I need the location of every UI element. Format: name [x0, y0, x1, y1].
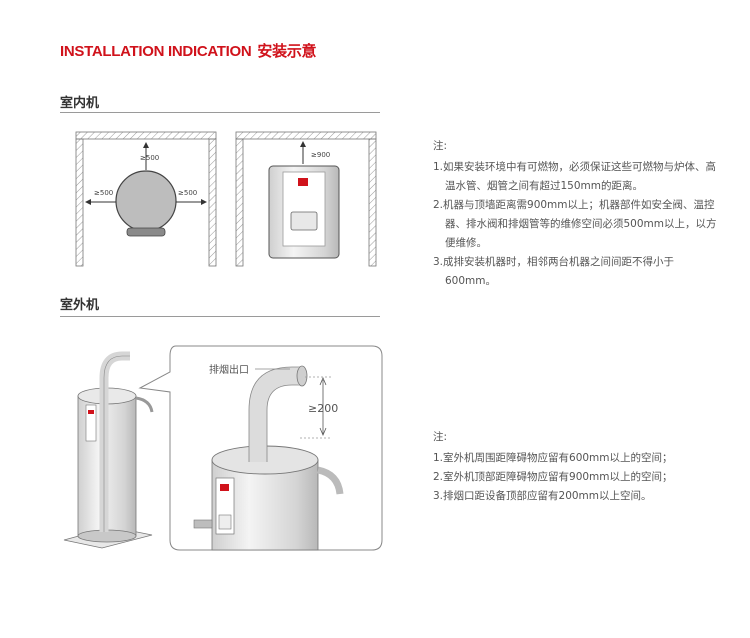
outdoor-heading: 室外机: [60, 298, 100, 313]
outdoor-unit-large: [193, 365, 344, 551]
title-chinese: 安装示意: [257, 42, 317, 60]
note-item: 1.如果安装环境中有可燃物，必须保证这些可燃物与炉体、高温水管、烟管之间有超过1…: [433, 161, 717, 192]
note-item: 2.机器与顶墙距离需900mm以上；机器部件如安全阀、温控器、排水阀和排烟管等的…: [433, 199, 717, 249]
right-clearance-label: ≥500: [178, 189, 197, 197]
note-item: 2.室外机顶部距障碍物应留有900mm以上的空间；: [433, 471, 673, 483]
notes-label: 注:: [433, 431, 448, 443]
notes-label: 注:: [433, 140, 448, 152]
outdoor-unit-small: [63, 351, 154, 549]
clearance-arrows-left: [85, 142, 207, 205]
brand-logo-icon: [298, 178, 308, 186]
title-english: INSTALLATION INDICATION: [60, 43, 252, 60]
indoor-left-walls: [75, 131, 217, 267]
outdoor-notes: 注: 1.室外机周围距障碍物应留有600mm以上的空间； 2.室外机顶部距障碍物…: [433, 428, 723, 506]
exhaust-outlet-label: 排烟出口: [209, 363, 249, 376]
note-item: 1.室外机周围距障碍物应留有600mm以上的空间；: [433, 452, 673, 464]
indoor-notes: 注: 1.如果安装环境中有可燃物，必须保证这些可燃物与炉体、高温水管、烟管之间有…: [433, 137, 723, 291]
clearance-200-label: ≥200: [308, 402, 338, 415]
left-clearance-label: ≥500: [94, 189, 113, 197]
indoor-heading: 室内机: [60, 96, 100, 111]
note-item: 3.成排安装机器时，相邻两台机器之间间距不得小于600mm。: [433, 256, 675, 287]
brand-logo-icon: [220, 484, 229, 491]
indoor-right-walls: [235, 131, 377, 267]
page-title: INSTALLATION INDICATION 安装示意: [60, 40, 317, 61]
top-clearance-label: ≥500: [140, 154, 159, 162]
wall-mounted-water-heater: [268, 165, 340, 259]
top-clearance-label-900: ≥900: [311, 151, 330, 159]
clearance-dimension: [300, 376, 332, 439]
note-item: 3.排烟口距设备顶部应留有200mm以上空间。: [433, 490, 652, 502]
outdoor-divider: [60, 316, 380, 317]
round-water-heater: [115, 170, 177, 237]
indoor-divider: [60, 112, 380, 113]
